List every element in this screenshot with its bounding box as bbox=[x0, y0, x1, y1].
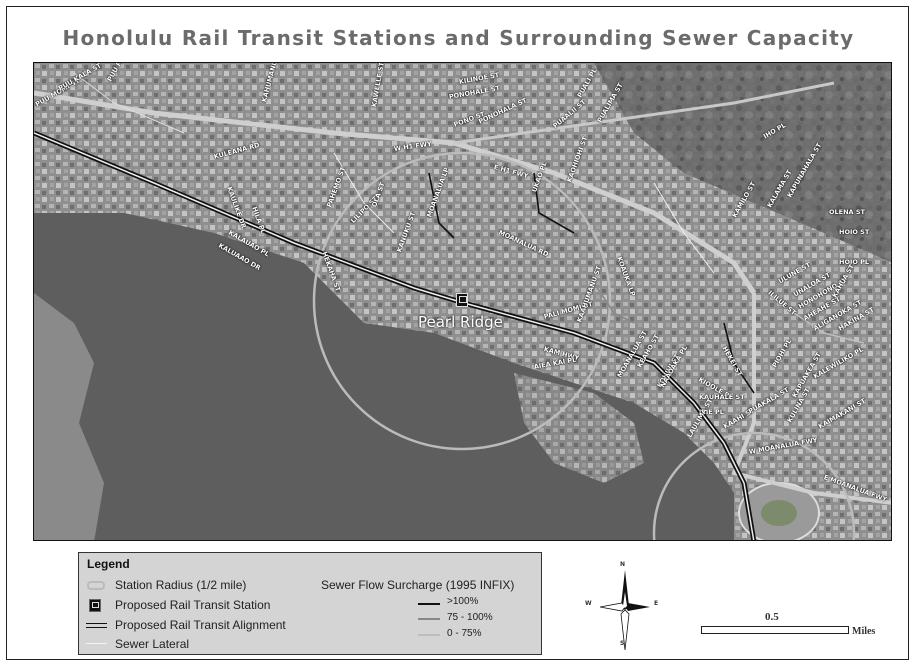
scale-unit: Miles bbox=[852, 626, 876, 637]
street-label: HOIO PL bbox=[839, 258, 870, 266]
station-label: Pearl Ridge bbox=[418, 313, 503, 331]
legend-proposed-station: Proposed Rail Transit Station bbox=[115, 598, 271, 612]
street-label: HOIO ST bbox=[839, 228, 870, 236]
legend: Legend Station Radius (1/2 mile) Propose… bbox=[78, 552, 542, 655]
scale-value: 0.5 bbox=[765, 611, 779, 623]
compass-s: S bbox=[620, 640, 625, 647]
sewer-lateral-symbol-icon bbox=[86, 643, 107, 644]
station-radius-symbol-icon bbox=[87, 581, 105, 590]
compass-n: N bbox=[620, 561, 626, 568]
street-label: KAUHALE ST bbox=[699, 393, 745, 401]
rail-station-symbol-icon bbox=[89, 599, 101, 612]
scale-bar bbox=[701, 626, 849, 634]
map-title: Honolulu Rail Transit Stations and Surro… bbox=[62, 26, 855, 50]
legend-surcharge-title: Sewer Flow Surcharge (1995 INFIX) bbox=[321, 578, 515, 592]
compass-e: E bbox=[654, 600, 659, 607]
surcharge-mid-symbol-icon bbox=[418, 618, 440, 620]
north-arrow-icon bbox=[599, 562, 650, 657]
compass-w: W bbox=[585, 600, 592, 607]
legend-title: Legend bbox=[87, 557, 130, 571]
legend-surcharge-low: 0 - 75% bbox=[447, 628, 482, 639]
aerial-imagery bbox=[34, 63, 891, 540]
legend-surcharge-high: >100% bbox=[447, 596, 479, 607]
rail-alignment-symbol-icon bbox=[86, 623, 107, 628]
legend-station-radius: Station Radius (1/2 mile) bbox=[115, 578, 247, 592]
surcharge-high-symbol-icon bbox=[418, 603, 440, 605]
rail-station-icon[interactable] bbox=[456, 293, 468, 307]
legend-surcharge-mid: 75 - 100% bbox=[447, 612, 493, 623]
legend-sewer-lateral: Sewer Lateral bbox=[115, 637, 190, 651]
surcharge-low-symbol-icon bbox=[418, 634, 440, 636]
street-label: OLENA ST bbox=[829, 208, 865, 216]
legend-proposed-alignment: Proposed Rail Transit Alignment bbox=[115, 618, 286, 632]
map-view[interactable]: PUU MOMI ST PUU KALA ST PUU PONI ST KULE… bbox=[33, 62, 892, 541]
street-label: IEIE PL bbox=[699, 408, 724, 416]
